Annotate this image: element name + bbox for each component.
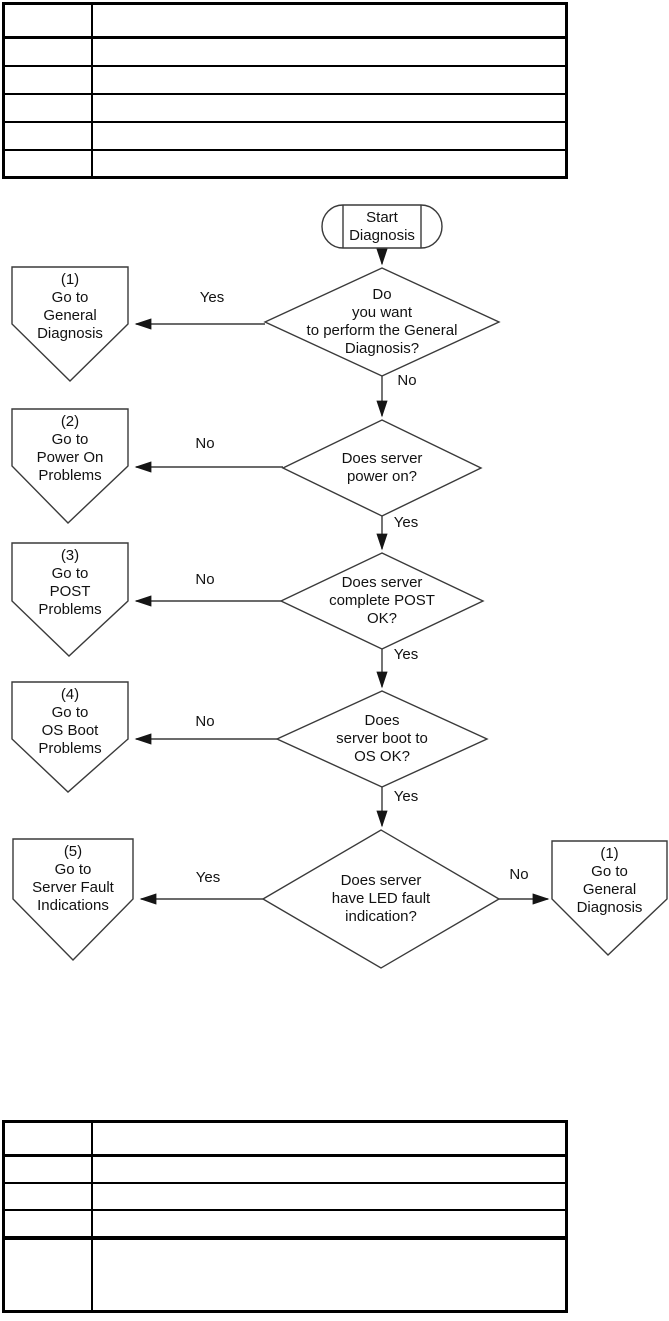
offpage-1-label: (1) Go to General Diagnosis: [37, 271, 103, 342]
table-cell: [90, 1120, 568, 1157]
branch-label-d4-no: No: [195, 713, 215, 730]
decision-1-diamond: [265, 268, 499, 376]
table-cell: [90, 2, 568, 39]
table-cell: [90, 149, 568, 179]
table-row: [2, 121, 568, 151]
table-cell: [2, 2, 93, 39]
decision-4-label: Does server boot to OS OK?: [336, 712, 428, 765]
table-row: [2, 65, 568, 95]
table-cell: [2, 1209, 93, 1239]
table-cell: [90, 1154, 568, 1184]
branch-label-d2-yes: Yes: [393, 514, 419, 531]
table-cell: [90, 121, 568, 151]
offpage-2-shape: [12, 409, 128, 523]
decision-2-label: Does server power on?: [341, 450, 423, 485]
offpage-5-shape: [13, 839, 133, 960]
table-row: [2, 93, 568, 123]
branch-label-d2-no: No: [195, 435, 215, 452]
offpage-4-shape: [12, 682, 128, 792]
table-cell: [2, 1154, 93, 1184]
table-cell: [90, 1182, 568, 1211]
table-cell: [2, 65, 93, 95]
branch-label-d1-no: No: [397, 372, 417, 389]
branch-label-d3-no: No: [195, 571, 215, 588]
branch-label-d5-no: No: [509, 866, 529, 883]
top-table: [2, 2, 568, 179]
table-cell: [2, 93, 93, 123]
table-cell: [2, 149, 93, 179]
table-cell: [90, 93, 568, 123]
table-row: [2, 2, 568, 39]
offpage-4-label: (4) Go to OS Boot Problems: [38, 686, 102, 757]
start-terminator-shape: [322, 205, 442, 248]
table-cell: [2, 1120, 93, 1157]
bottom-table: [2, 1120, 568, 1313]
offpage-1-right-shape: [552, 841, 667, 955]
offpage-5-label: (5) Go to Server Fault Indications: [32, 843, 114, 914]
offpage-3-shape: [12, 543, 128, 656]
offpage-2-label: (2) Go to Power On Problems: [36, 413, 104, 484]
table-row: [2, 1120, 568, 1157]
offpage-1-shape: [12, 267, 128, 381]
table-cell: [90, 1209, 568, 1239]
branch-label-d3-yes: Yes: [393, 646, 419, 663]
decision-5-label: Does server have LED fault indication?: [331, 872, 431, 925]
table-row: [2, 149, 568, 179]
table-row: [2, 1154, 568, 1184]
branch-label-d4-yes: Yes: [393, 788, 419, 805]
table-row: [2, 1182, 568, 1211]
table-row: [2, 1209, 568, 1239]
decision-3-label: Does server complete POST OK?: [329, 574, 435, 627]
offpage-3-label: (3) Go to POST Problems: [38, 547, 102, 618]
table-cell: [2, 1182, 93, 1211]
table-cell: [90, 1236, 568, 1313]
decision-2-diamond: [283, 420, 481, 516]
table-row: [2, 1236, 568, 1313]
table-cell: [90, 65, 568, 95]
decision-4-diamond: [277, 691, 487, 787]
table-cell: [2, 1236, 93, 1313]
table-cell: [2, 121, 93, 151]
decision-1-label: Do you want to perform the General Diagn…: [306, 286, 458, 357]
branch-label-d5-yes: Yes: [195, 869, 221, 886]
branch-label-d1-yes: Yes: [199, 289, 225, 306]
start-node-label: Start Diagnosis: [349, 209, 415, 244]
offpage-1-right-label: (1) Go to General Diagnosis: [576, 845, 643, 916]
decision-3-diamond: [281, 553, 483, 649]
